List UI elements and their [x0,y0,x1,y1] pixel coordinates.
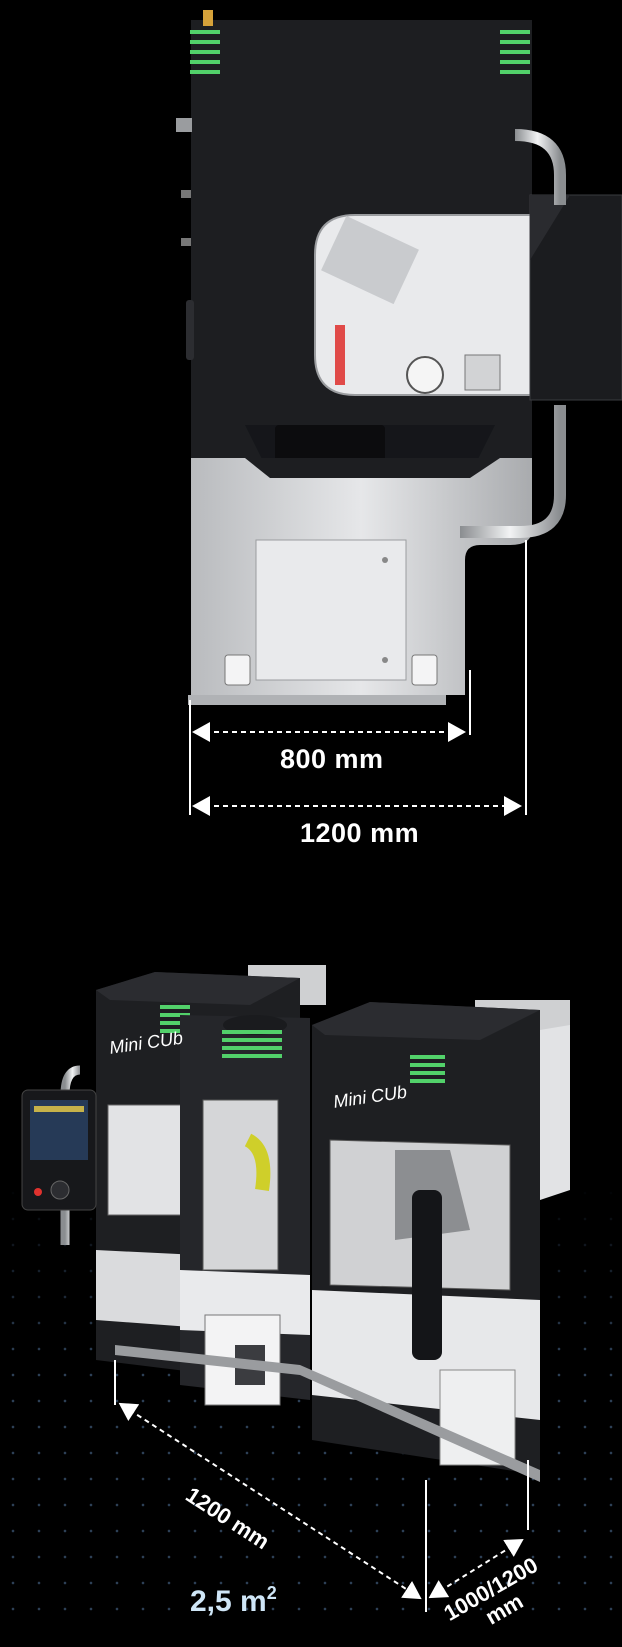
left-window [107,1104,191,1216]
floor-area-label: 2,5 m2 [190,1583,277,1619]
top-dimension-lines [189,540,527,816]
vent-lights-right [500,30,530,74]
base-plate [188,695,446,705]
width-outer-label: 1200 mm [300,818,420,848]
iso-view-machines [21,965,570,1482]
iso-dimension-lines [114,1360,529,1612]
width-inner-label: 800 mm [280,744,384,774]
floor-area-unit-exponent: 2 [266,1583,277,1603]
top-pipe [514,129,566,205]
access-panel [255,539,407,681]
top-view-machine [176,10,622,705]
floor-area-value: 2,5 m [190,1585,267,1618]
vent-lights-left [190,30,220,74]
lower-pipe [460,405,566,538]
